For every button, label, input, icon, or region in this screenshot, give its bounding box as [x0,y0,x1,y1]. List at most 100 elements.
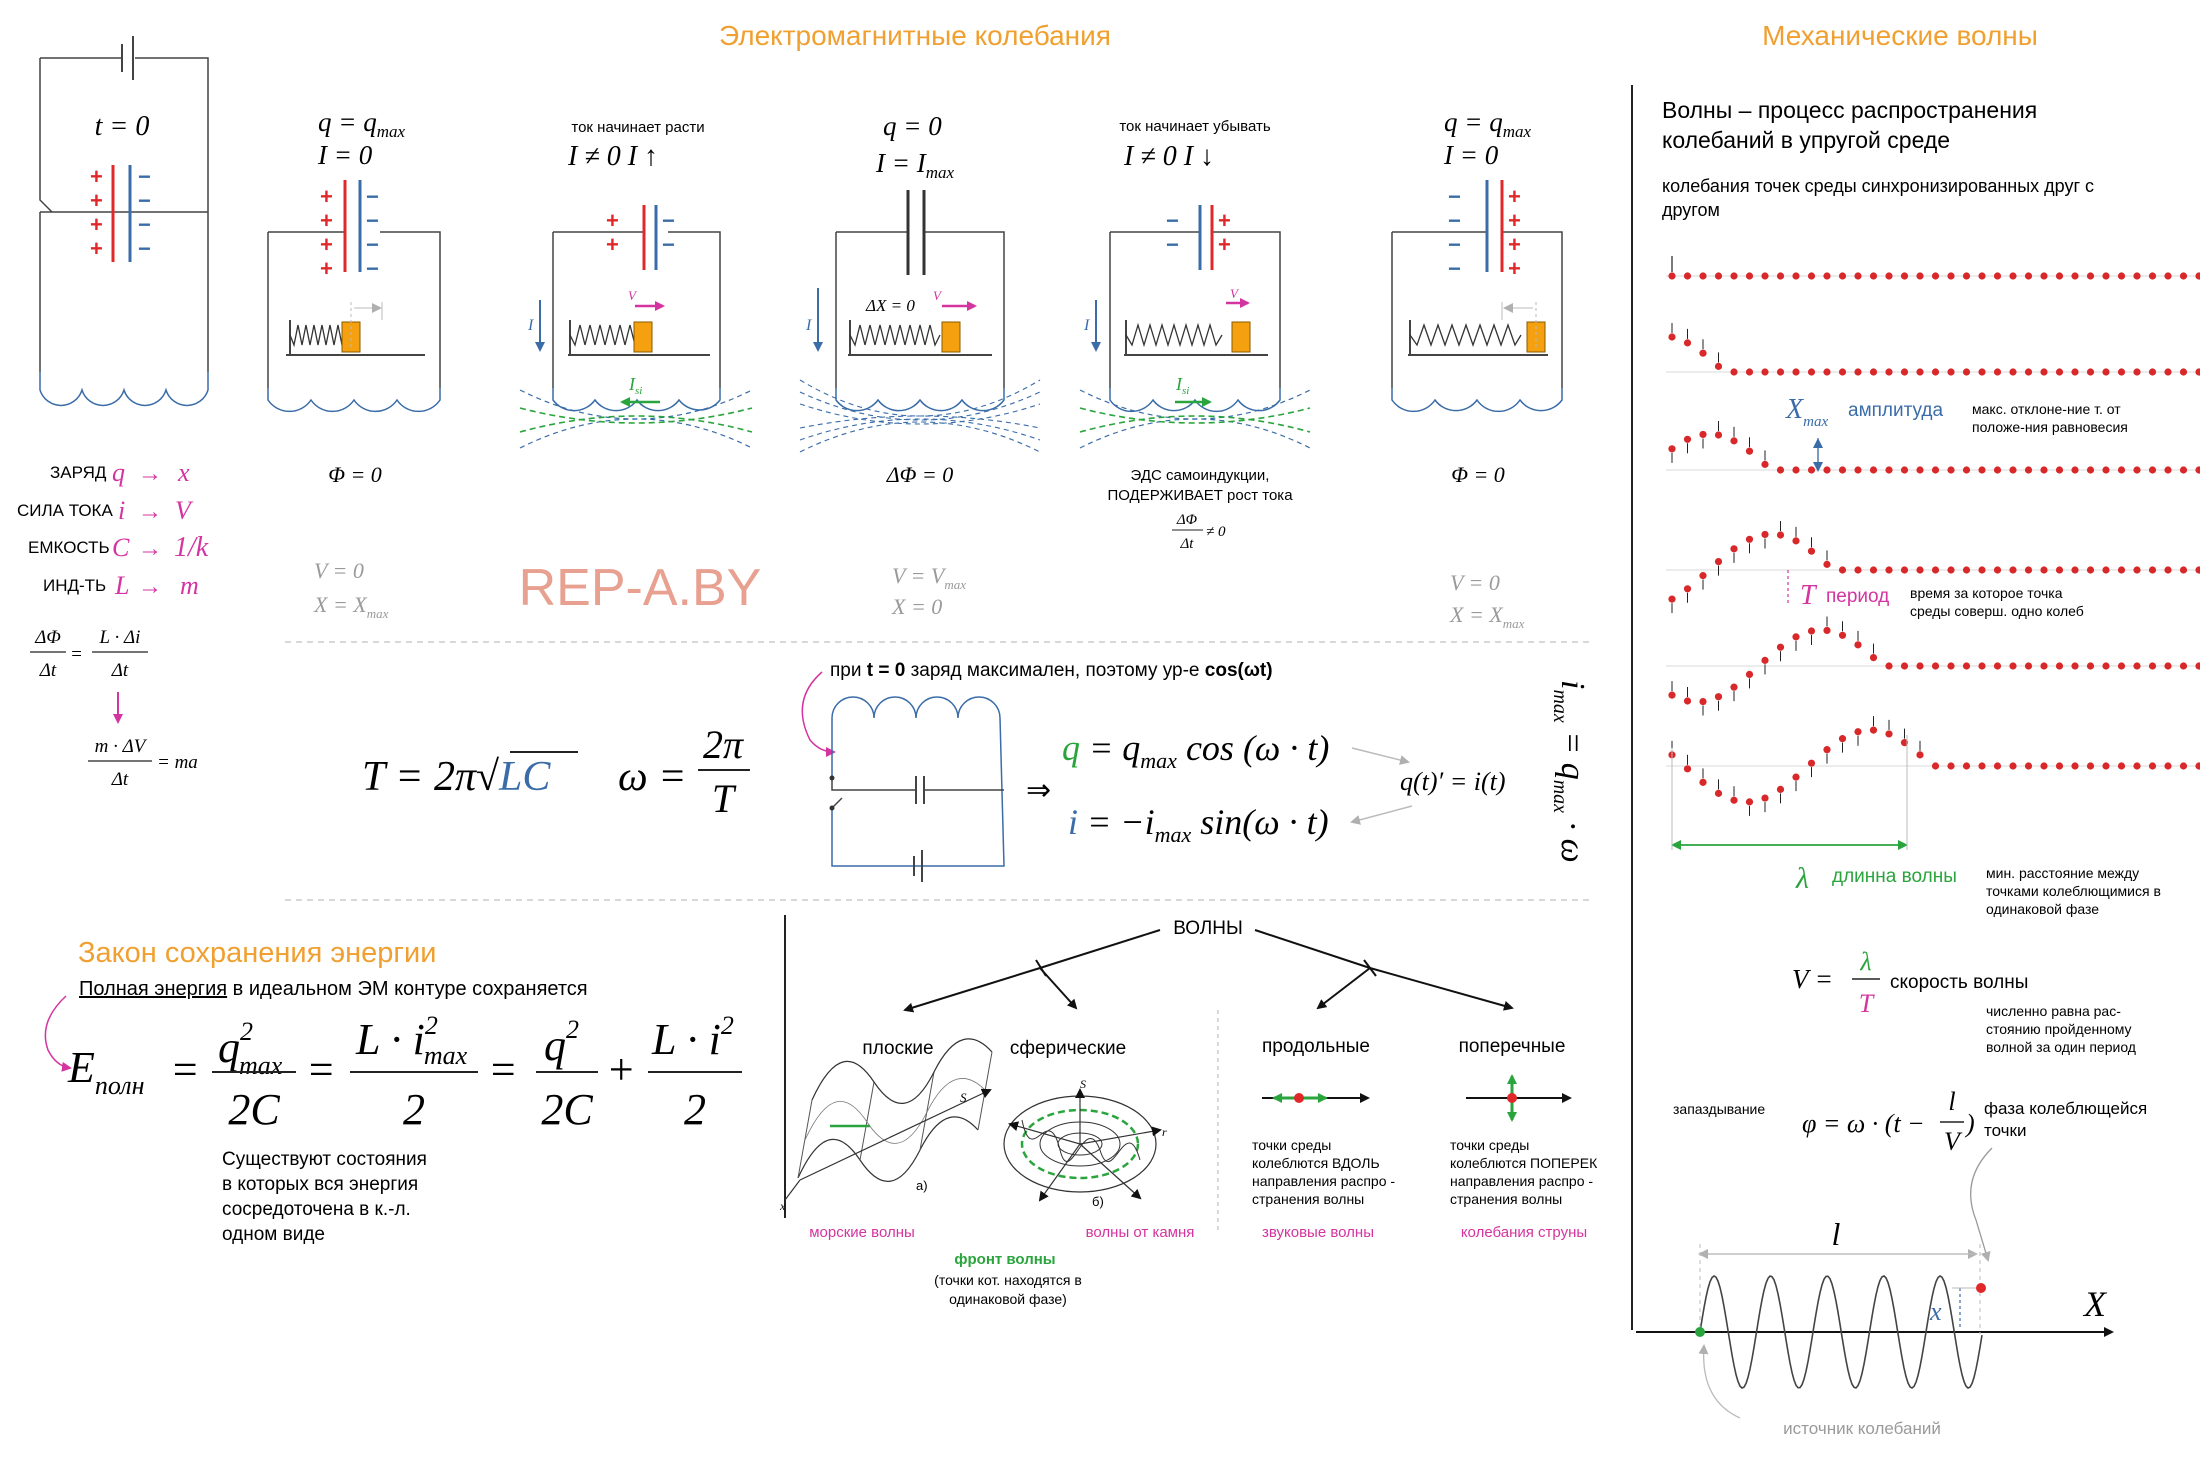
svg-text:T = 2π√LC: T = 2π√LC [362,754,551,800]
svg-text:V = Vmax: V = Vmax [892,563,966,592]
tr-note-3: направления распро - [1450,1173,1593,1189]
svg-text:+: + [90,188,103,213]
medium-point [1761,368,1769,376]
svg-text:L · i2: L · i2 [651,1011,734,1064]
medium-point [1900,272,1909,280]
medium-point [1931,762,1940,770]
svg-text:−: − [366,208,379,233]
long-note-2: колеблются ВДОЛЬ [1252,1155,1380,1171]
medium-point [1714,431,1723,439]
medium-point [2195,762,2200,770]
medium-point [1978,272,1986,280]
analogy-em-l: L [114,571,129,600]
medium-point [1962,466,1971,474]
stage4-dphi-num: ΔΦ [1176,512,1198,528]
medium-point [1761,272,1769,280]
svg-text:−: − [138,188,151,213]
medium-point [1993,466,2002,474]
medium-point [1838,272,1847,280]
graph-x: x [1929,1297,1942,1326]
svg-text:+: + [1508,256,1521,281]
stage2-isi: I [628,374,636,394]
medium-point [2071,662,2079,670]
medium-point [2009,762,2017,770]
heading-mechanical-waves: Механические волны [1762,20,2038,51]
waves-spherical: сферические [1010,1038,1126,1059]
speed-den: T [1859,989,1875,1018]
medium-point [1962,566,1971,574]
stage3-i-sub: max [926,163,955,182]
medium-point [1745,368,1754,376]
medium-point [1699,778,1707,786]
sphere-axis-s: S [1080,1077,1086,1091]
medium-point [1900,739,1909,747]
waves-longitudinal: продольные [1262,1036,1370,1057]
lam-sym: λ [1795,862,1809,895]
svg-text:+: + [1508,232,1521,257]
energy-note-2: в которых вся энергия [222,1174,418,1195]
medium-point [1978,762,1986,770]
circuit-t0: t = 0 ++++ −−−− [39,36,209,407]
period-formula: T = 2π√ [362,754,500,800]
waves-string: колебания струны [1461,1224,1587,1241]
medium-point [2164,368,2172,376]
medium-point [1947,272,1955,280]
medium-point [1854,272,1862,280]
medium-point [2195,272,2200,280]
stage3-v-sub: max [944,577,966,592]
medium-point [1931,368,1940,376]
medium-point [2009,466,2017,474]
stage1-v0: V = 0 [314,558,364,583]
medium-point [1761,530,1769,539]
amp-sym: X [1785,394,1804,425]
medium-point [1900,662,1909,670]
energy-f2-num: L · i [355,1015,425,1064]
speed-note-1: численно равна рас- [1986,1003,2121,1019]
medium-point [1931,566,1940,574]
medium-point [1683,585,1692,593]
medium-point [2055,272,2064,280]
energy-note-4: одном виде [222,1224,325,1245]
stage-3: q = 0 I = Imax I ΔX = 0 V ΔΦ = 0 V = Vma… [799,111,1041,619]
medium-point [2195,466,2200,474]
medium-point [1885,730,1893,738]
phase-lhs: φ = ω · (t − [1802,1109,1925,1138]
source-label: источник колебаний [1783,1419,1941,1438]
medium-point [1838,735,1847,743]
stage1-q-sub: max [377,122,406,141]
medium-point [2055,368,2064,376]
plane-fig-label: а) [916,1178,928,1193]
medium-point [1962,662,1971,670]
stage4-isi: I [1175,374,1183,394]
heading-em-oscillations: Электромагнитные колебания [719,20,1111,51]
medium-point [1869,272,1878,280]
medium-point [1838,466,1847,474]
medium-point [2102,272,2110,280]
medium-point [1730,272,1738,280]
omega-lhs: ω = [618,754,687,800]
medium-point [1869,368,1878,376]
stage1-flux: Φ = 0 [328,462,382,487]
medium-point [2148,762,2157,770]
waves-stone: волны от камня [1086,1224,1195,1241]
energy-section: Закон сохранения энергии Полная энергия … [44,937,742,1245]
svg-text:i = −imax sin(ω · t): i = −imax sin(ω · t) [1068,802,1329,847]
long-note-4: странения волны [1252,1191,1364,1207]
formula-row: T = 2π√LC ω = 2π T при t = 0 заряд макси… [362,660,1591,882]
svg-text:−: − [366,184,379,209]
medium-point [1931,466,1940,474]
svg-text:→: → [138,460,162,487]
deriv-mdv-num: m · ΔV [95,736,148,757]
analogy-label-charge: ЗАРЯД [50,463,107,482]
medium-point [1978,662,1986,670]
omega-num: 2π [703,722,744,767]
medium-point [2086,762,2095,770]
mech-def-2: колебаний в упругой среде [1662,127,1950,153]
speed-word: скорость волны [1890,972,2028,993]
i-eq-mid: = −i [1087,802,1155,842]
medium-point [2164,566,2172,574]
stage4-note: ток начинает убывать [1119,118,1270,135]
medium-point [1668,445,1676,453]
lam-note-2: точками колеблющимися в [1986,883,2161,899]
medium-point [1683,435,1692,443]
